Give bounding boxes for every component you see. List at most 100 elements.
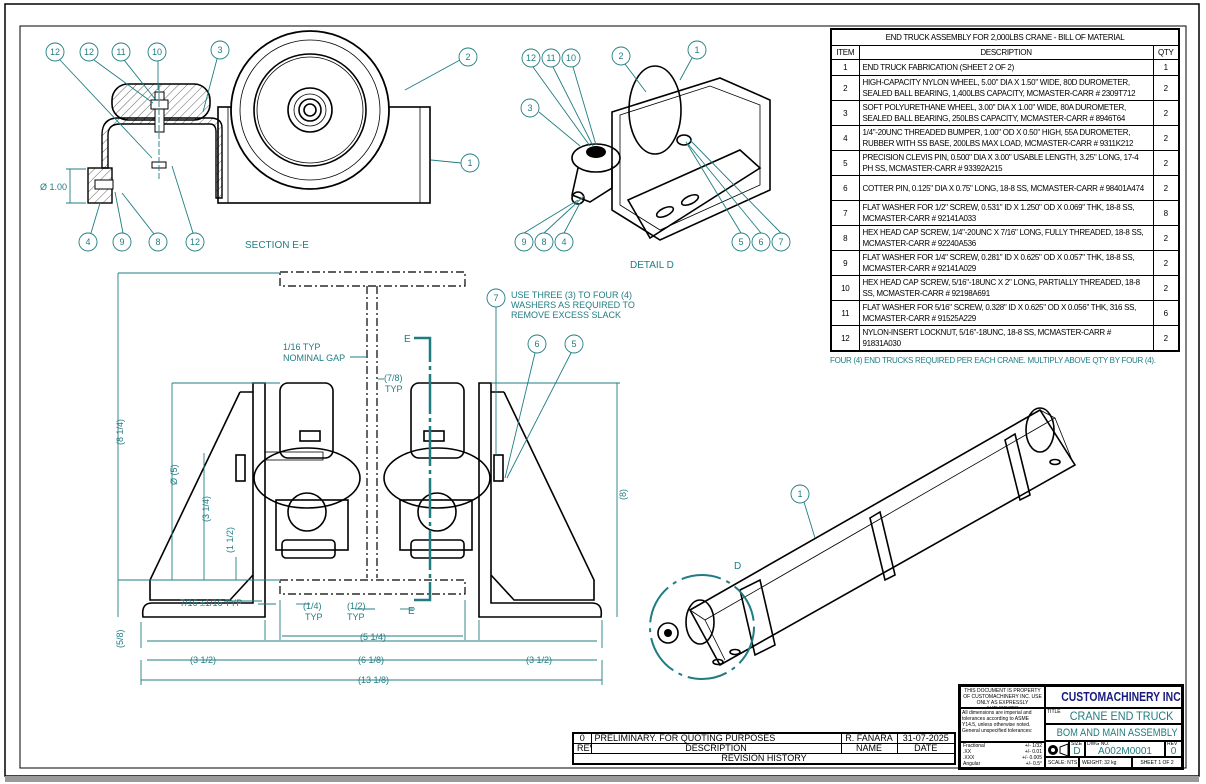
dim-3-1-2-right: (3 1/2) [526, 655, 552, 665]
bom-item: 3 [830, 100, 860, 126]
balloon-number: 12 [190, 237, 200, 247]
item-balloon: 4 [554, 232, 574, 252]
bottom-bar [5, 776, 1199, 782]
bom-qty: 2 [1152, 100, 1180, 126]
balloon-number: 6 [758, 237, 763, 247]
bom-qty: 8 [1152, 200, 1180, 226]
balloon-number: 10 [566, 53, 576, 63]
balloon-number: 12 [84, 47, 94, 57]
bom-desc: FLAT WASHER FOR 1/2" SCREW, 0.531" ID X … [858, 200, 1154, 226]
tolerance-value: +/- 0.01 [1024, 749, 1042, 755]
bom-header-item: ITEM [830, 45, 860, 60]
rev-header-rev: REV [572, 743, 592, 754]
bom-desc: NYLON-INSERT LOCKNUT, 5/16"-18UNC, 18-8 … [858, 325, 1154, 352]
dim-8-1-4: (8 1/4) [115, 419, 125, 445]
sheet-number: SHEET 1 OF 2 [1132, 757, 1182, 768]
bom-desc: 1/4"-20UNC THREADED BUMPER, 1.00" OD X 0… [858, 125, 1154, 151]
bom-desc: HIGH-CAPACITY NYLON WHEEL, 5.00" DIA X 1… [858, 75, 1154, 101]
bom-qty: 2 [1152, 175, 1180, 201]
size-label: SIZE [1071, 741, 1083, 747]
balloon-number: 2 [618, 51, 623, 61]
item-balloon: 11 [111, 42, 131, 62]
tolerance-value: +/- 0.005 [1022, 755, 1042, 761]
bom-desc: COTTER PIN, 0.125" DIA X 0.75" LONG, 18-… [858, 175, 1154, 201]
bom-item: 10 [830, 275, 860, 301]
rev-name: R. FANARA [840, 732, 898, 744]
item-balloon: 1 [687, 40, 707, 60]
balloon-number: 12 [526, 53, 536, 63]
dim-3-1-2-left: (3 1/2) [190, 655, 216, 665]
item-balloon: 3 [210, 40, 230, 60]
item-balloon: 12 [79, 42, 99, 62]
rev-date: 31-07-2025 [896, 732, 956, 744]
cut-label-bottom: E [408, 606, 415, 617]
rev-header-name: NAME [840, 743, 898, 754]
revision-history-label: REVISION HISTORY [572, 753, 956, 765]
cut-label-top: E [404, 334, 411, 345]
balloon-number: 1 [467, 158, 472, 168]
rev-number: 0 [1170, 746, 1177, 757]
bom-title: END TRUCK ASSEMBLY FOR 2,000LBS CRANE - … [830, 28, 1180, 46]
bom-item: 6 [830, 175, 860, 201]
sheet-size: SIZE D [1069, 741, 1085, 757]
dim-6-1-8: (6 1/8) [358, 655, 384, 665]
bom-qty: 2 [1152, 275, 1180, 301]
bom-item: 7 [830, 200, 860, 226]
size-value: D [1073, 746, 1081, 757]
tolerance-row: Angular+/- 0.5° [963, 761, 1042, 767]
item-balloon: 3 [520, 98, 540, 118]
gap-dim: 1/16 TYP [283, 342, 320, 352]
balloon-number: 11 [116, 47, 125, 57]
tolerance-label: Angular [963, 761, 981, 767]
drawing-number: DWG NO. A002M0001 [1085, 741, 1165, 757]
item-balloon: 7 [486, 288, 506, 308]
item-balloon: 2 [611, 46, 631, 66]
tolerance-row: .XXX +/- 0.005 [963, 755, 1042, 761]
balloon-number: 4 [561, 237, 566, 247]
dim-1-2: (1/2) [347, 601, 366, 611]
dim-7-8-typ: TYP [385, 384, 403, 394]
section-label: SECTION E-E [245, 240, 309, 251]
item-balloon: 4 [78, 232, 98, 252]
bom-item: 8 [830, 225, 860, 251]
item-balloon: 12 [185, 232, 205, 252]
dim-3-1-4: (3 1/4) [201, 496, 211, 522]
bom-desc: FLAT WASHER FOR 1/4" SCREW, 0.281" ID X … [858, 250, 1154, 276]
drawing-title-line1: TITLE CRANE END TRUCK [1045, 708, 1182, 724]
title-label: TITLE [1047, 709, 1061, 715]
bom-qty: 1 [1152, 59, 1180, 76]
item-balloon: 12 [45, 42, 65, 62]
tolerance-row: Fractional+/- 1/32 [963, 743, 1042, 749]
balloon-number: 9 [521, 237, 526, 247]
balloon-number: 3 [217, 45, 222, 55]
bom-qty: 2 [1152, 75, 1180, 101]
balloon-number: 4 [85, 237, 90, 247]
item-balloon: 8 [148, 232, 168, 252]
bom-header-description: DESCRIPTION [858, 45, 1154, 60]
rev-value: 0 [572, 732, 592, 744]
balloon-number: 6 [534, 339, 539, 349]
item-balloon: 5 [564, 334, 584, 354]
tolerance-label: .XXX [963, 755, 975, 761]
isometric-view: D [649, 407, 1077, 680]
bom-qty: 2 [1152, 150, 1180, 176]
title-line2-text: BOM AND MAIN ASSEMBLY [1056, 727, 1178, 739]
item-balloon: 5 [731, 232, 751, 252]
projection-symbol-icon [1045, 741, 1069, 757]
bom-item: 11 [830, 300, 860, 326]
dim-1-4: (1/4) [303, 601, 322, 611]
item-balloon: 10 [561, 48, 581, 68]
tolerance-label: .XX [963, 749, 972, 755]
bill-of-material: END TRUCK ASSEMBLY FOR 2,000LBS CRANE - … [830, 28, 1180, 366]
bom-desc: FLAT WASHER FOR 5/16" SCREW, 0.328" ID X… [858, 300, 1154, 326]
balloon-number: 12 [50, 47, 60, 57]
balloon-number: 2 [465, 52, 470, 62]
title-block: THIS DOCUMENT IS PROPERTY OF CUSTOMACHIN… [958, 684, 1184, 770]
